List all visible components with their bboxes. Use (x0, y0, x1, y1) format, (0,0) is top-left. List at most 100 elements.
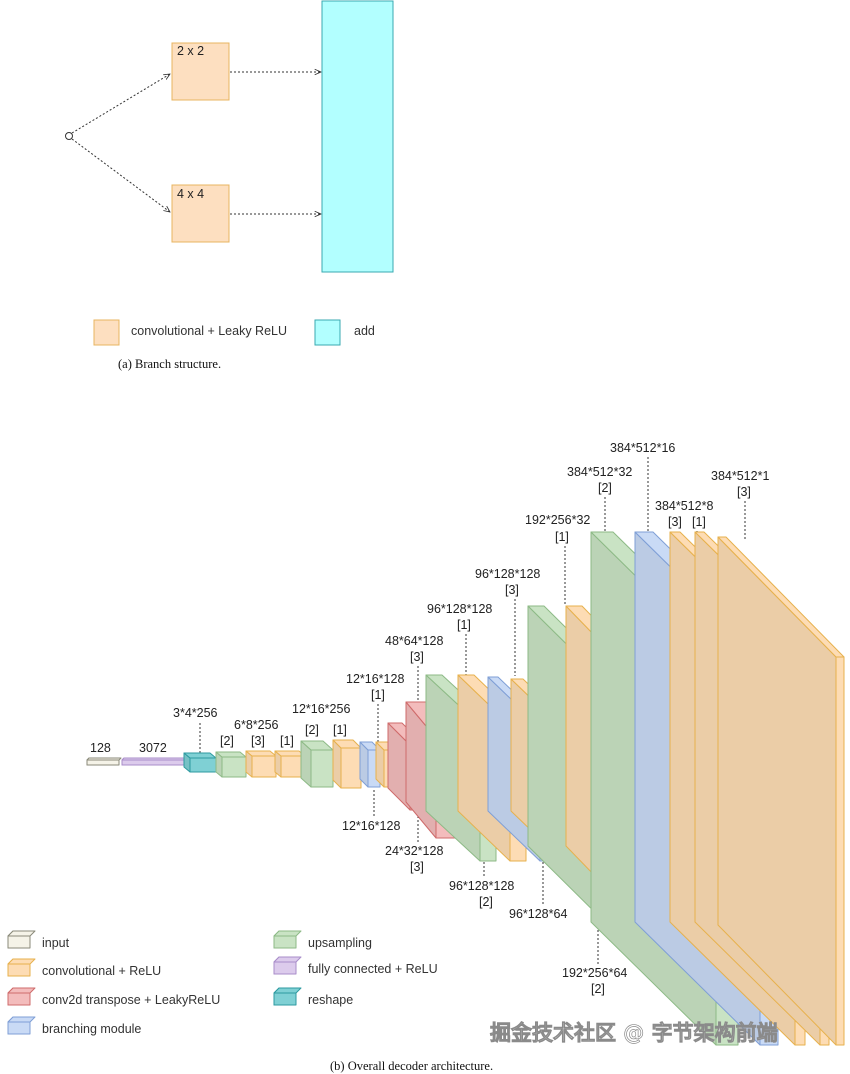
branch-conv-4x4-label: 4 x 4 (177, 187, 204, 201)
decoder-label-t1-bottom: 24*32*128 (385, 844, 443, 858)
decoder-label-c4: 96*128*128 (427, 602, 492, 616)
legend-swatch-branching (7, 1016, 36, 1035)
block-up2-front (310, 749, 334, 788)
decoder-label-t1: 48*64*128 (385, 634, 443, 648)
decoder-label-c1-idx: [3] (251, 734, 265, 748)
branch-legend-conv-label: convolutional + Leaky ReLU (131, 324, 287, 338)
block-up1-top (215, 751, 247, 758)
branch-structure: 2 x 2 4 x 4 convolutional + Leaky ReLU a… (65, 0, 394, 371)
decoder-label-c8: 384*512*8 (655, 499, 713, 513)
decoder-label-c2-idx: [1] (280, 734, 294, 748)
branch-input-node (65, 132, 73, 140)
decoder-label-up1-idx: [2] (220, 734, 234, 748)
block-input-front (86, 759, 120, 766)
watermark: 掘金技术社区 @ 字节架构前端 (490, 1021, 778, 1045)
decoder-label-reshape: 3*4*256 (173, 706, 218, 720)
block-conv3 (332, 739, 362, 789)
decoder-label-c7: 384*512*32 (567, 465, 632, 479)
decoder-label-u2: 12*16*256 (292, 702, 350, 716)
legend-swatch-conv-top (7, 958, 36, 965)
block-reshape (183, 752, 217, 773)
legend-swatch-branching-front (7, 1021, 31, 1035)
decoder-label-u4-bottom: 192*256*64 (562, 966, 627, 980)
decoder-label-c5-idx: [3] (505, 583, 519, 597)
branch-caption: (a) Branch structure. (118, 357, 221, 371)
block-fc (121, 757, 187, 766)
legend-swatch-input-top (7, 930, 36, 937)
legend-swatch-branching-top (7, 1016, 36, 1023)
legend-label-branching: branching module (42, 1022, 141, 1036)
decoder-label-u3-bottom: 96*128*128 (449, 879, 514, 893)
decoder-label-c6: 192*256*32 (525, 513, 590, 527)
legend-swatch-transpose-front (7, 992, 31, 1006)
legend-swatch-fc-front (273, 961, 297, 975)
decoder-caption: (b) Overall decoder architecture. (330, 1059, 493, 1073)
decoder-label-c5: 96*128*128 (475, 567, 540, 581)
branch-legend-conv-swatch (93, 319, 120, 346)
block-fc-front (121, 759, 185, 766)
branch-arrow-bottom (71, 138, 170, 212)
legend-swatch-fc (273, 956, 302, 975)
decoder-label-c8-idx-a: [3] (668, 515, 682, 529)
decoder-label-b1-bottom: 12*16*128 (342, 819, 400, 833)
branch-legend-add-swatch (314, 319, 341, 346)
branch-arrow-top (71, 74, 170, 134)
block-conv1-top (245, 750, 277, 757)
legend-swatch-input-front (7, 935, 31, 949)
legend-swatch-upsampling-front (273, 935, 297, 949)
decoder-label-b1-top-idx: [1] (371, 688, 385, 702)
legend-label-input: input (42, 936, 70, 950)
decoder-label-c6-idx: [1] (555, 530, 569, 544)
legend-label-conv: convolutional + ReLU (42, 964, 161, 978)
decoder-label-b3: 384*512*16 (610, 441, 675, 455)
block-conv1-front (251, 755, 277, 778)
decoder-label-c1: 6*8*256 (234, 718, 279, 732)
block-input (86, 757, 122, 766)
legend-label-upsampling: upsampling (308, 936, 372, 950)
decoder-label-c4-idx: [1] (457, 618, 471, 632)
branch-conv-4x4 (171, 184, 230, 243)
branch-conv-2x2 (171, 42, 230, 101)
block-reshape-top (183, 752, 217, 759)
branch-add-block (321, 0, 394, 273)
block-conv1 (245, 750, 277, 778)
legend-swatch-conv-front (7, 963, 31, 977)
decoder-label-fc: 3072 (139, 741, 167, 755)
decoder-label-input: 128 (90, 741, 111, 755)
branch-legend-add-label: add (354, 324, 375, 338)
legend-swatch-transpose-top (7, 987, 36, 994)
block-conv9-front (835, 656, 845, 1046)
block-conv9 (717, 536, 845, 1046)
legend-swatch-upsampling (273, 930, 302, 949)
decoder-label-b1-top: 12*16*128 (346, 672, 404, 686)
legend-swatch-conv (7, 958, 36, 977)
decoder-label-c7-idx: [2] (598, 481, 612, 495)
decoder-label-c8-idx-b: [1] (692, 515, 706, 529)
legend-swatch-fc-top (273, 956, 302, 963)
decoder-label-u4-bottom-idx: [2] (591, 982, 605, 996)
block-reshape-front (189, 757, 217, 773)
decoder-legend-swatches (7, 930, 302, 1035)
legend-swatch-transpose (7, 987, 36, 1006)
decoder-label-c9: 384*512*1 (711, 469, 769, 483)
decoder-label-t1-bottom-idx: [3] (410, 860, 424, 874)
decoder-label-b2-bottom: 96*128*64 (509, 907, 567, 921)
decoder-architecture: 128 3072 3*4*256 [2] 6*8*256 [3] [1] 12*… (7, 441, 845, 1073)
decoder-legend: input convolutional + ReLU conv2d transp… (7, 930, 438, 1036)
decoder-label-c9-idx: [3] (737, 485, 751, 499)
legend-swatch-input (7, 930, 36, 949)
decoder-label-u3-bottom-idx: [2] (479, 895, 493, 909)
legend-label-transpose: conv2d transpose + LeakyReLU (42, 993, 220, 1007)
block-up2 (300, 740, 334, 788)
decoder-label-c3-idx: [1] (333, 723, 347, 737)
block-up1-front (221, 756, 247, 778)
legend-label-fc: fully connected + ReLU (308, 962, 438, 976)
legend-swatch-upsampling-top (273, 930, 302, 937)
block-conv3-front (340, 747, 362, 789)
decoder-label-t1-idx: [3] (410, 650, 424, 664)
legend-swatch-reshape (273, 987, 302, 1006)
decoder-blocks (86, 531, 845, 1046)
decoder-label-u2-idx: [2] (305, 723, 319, 737)
legend-swatch-reshape-top (273, 987, 302, 994)
